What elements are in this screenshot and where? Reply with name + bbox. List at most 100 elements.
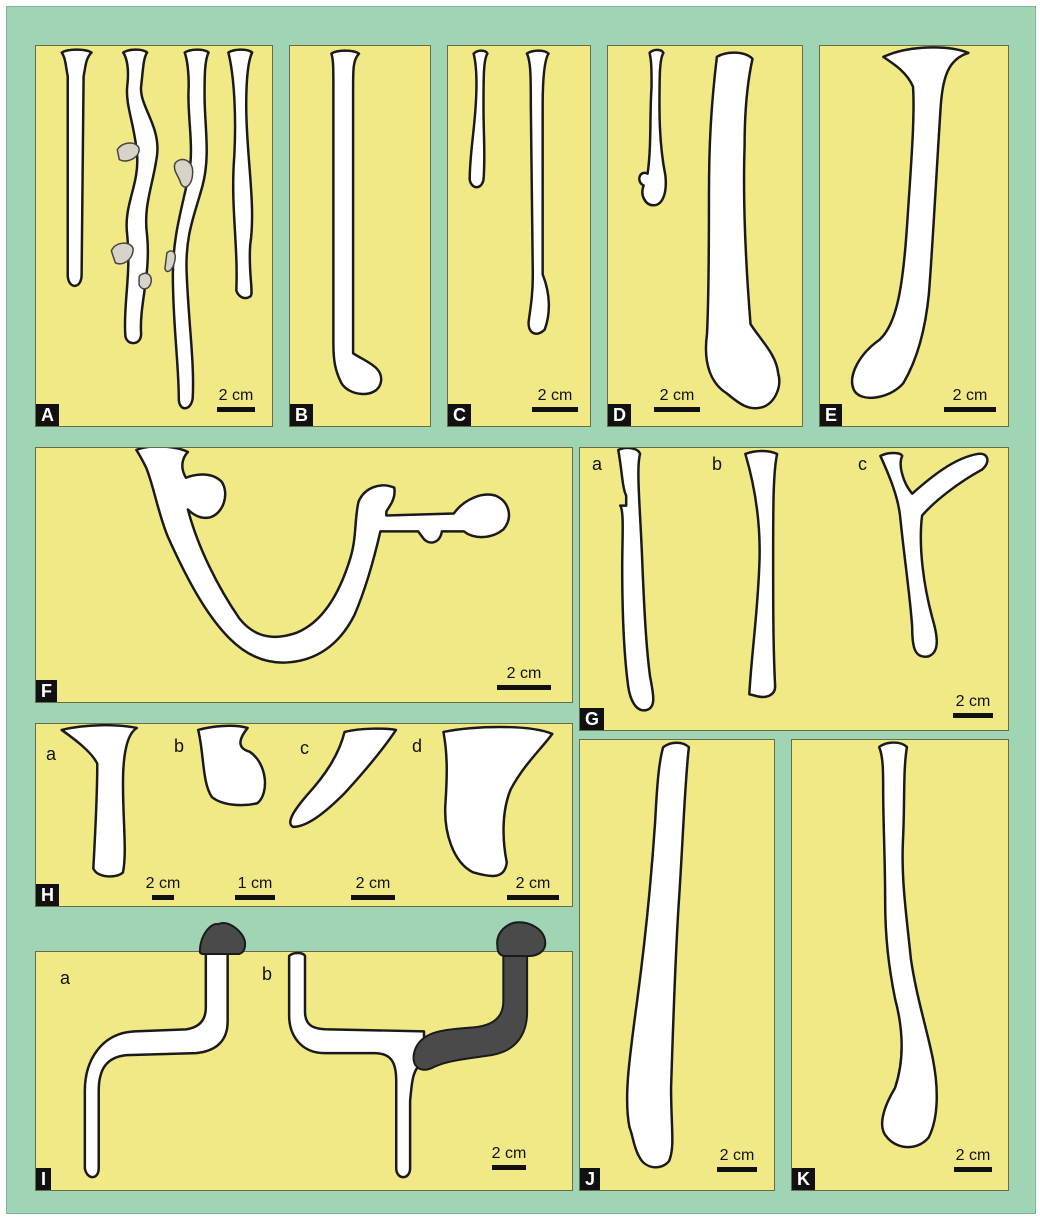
panel-h: a b c d 2 cm 1 cm 2 cm 2 cm H: [35, 723, 573, 907]
panel-g-sub-c: c: [858, 454, 867, 475]
panel-i-sub-a: a: [60, 968, 70, 989]
clast-1: [117, 143, 139, 161]
scale-label: 2 cm: [714, 1147, 760, 1165]
panel-f: 2 cm F: [35, 447, 573, 703]
panel-i-scale: 2 cm: [486, 1145, 532, 1170]
panel-a: 2 cm A: [35, 45, 273, 427]
panel-c: 2 cm C: [447, 45, 591, 427]
panel-label-j: J: [580, 1168, 600, 1190]
scale-bar: [497, 685, 551, 690]
panel-g: a b c 2 cm G: [579, 447, 1009, 731]
burrow-h-a: [62, 725, 137, 876]
burrow-d2: [706, 53, 779, 409]
burrow-g-a: [618, 448, 653, 710]
burrow-f: [136, 448, 509, 663]
panel-label-c: C: [448, 404, 471, 426]
panel-e-burrow: [820, 46, 1008, 426]
panel-c-scale: 2 cm: [530, 387, 580, 412]
scale-label: 2 cm: [348, 875, 398, 893]
panel-h-scale-c: 2 cm: [348, 875, 398, 900]
panel-f-scale: 2 cm: [494, 665, 554, 690]
panel-label-d: D: [608, 404, 631, 426]
burrow-a1: [62, 50, 92, 286]
burrow-d1: [639, 50, 665, 205]
panel-j-burrow: [580, 740, 774, 1190]
scale-label: 2 cm: [652, 387, 702, 405]
panel-g-sub-b: b: [712, 454, 722, 475]
panel-label-i: I: [36, 1168, 51, 1190]
panel-label-f: F: [36, 680, 57, 702]
panel-k-scale: 2 cm: [950, 1147, 996, 1172]
clast-2: [174, 159, 192, 187]
burrow-i-b-filled: [414, 952, 528, 1070]
panel-k-burrow: [792, 740, 1008, 1190]
scale-bar: [351, 895, 395, 900]
scale-label: 1 cm: [232, 875, 278, 893]
panel-label-a: A: [36, 404, 59, 426]
burrow-g-c: [880, 453, 987, 657]
panel-h-sub-b: b: [174, 736, 184, 757]
panel-b-burrow: [290, 46, 430, 426]
panel-h-scale-a: 2 cm: [140, 875, 186, 900]
panel-a-scale: 2 cm: [214, 387, 258, 412]
burrow-k: [879, 743, 937, 1148]
scale-label: 2 cm: [950, 693, 996, 711]
scale-label: 2 cm: [140, 875, 186, 893]
mound-i-b: [497, 922, 545, 956]
burrow-b: [331, 51, 381, 394]
burrow-a2: [123, 50, 157, 344]
burrow-j: [627, 743, 689, 1168]
panel-g-sub-a: a: [592, 454, 602, 475]
burrow-a3: [173, 50, 209, 409]
scale-bar: [492, 1165, 526, 1170]
burrow-h-b: [198, 726, 265, 805]
scale-bar: [152, 895, 174, 900]
panel-f-burrow: [36, 448, 572, 702]
figure-plate: 2 cm A B 2 cm C 2 cm D: [6, 6, 1036, 1214]
panel-label-e: E: [820, 404, 842, 426]
panel-a-burrows: [36, 46, 272, 426]
panel-h-sub-c: c: [300, 738, 309, 759]
scale-label: 2 cm: [504, 875, 562, 893]
scale-label: 2 cm: [214, 387, 258, 405]
panel-g-burrows: [580, 448, 1008, 730]
panel-i: a b 2 cm I: [35, 951, 573, 1191]
burrow-c2: [527, 51, 549, 334]
panel-k: 2 cm K: [791, 739, 1009, 1191]
panel-h-sub-a: a: [46, 744, 56, 765]
burrow-i-b: [289, 953, 424, 1177]
scale-bar: [532, 407, 578, 412]
scale-bar: [717, 1167, 757, 1172]
panel-j-scale: 2 cm: [714, 1147, 760, 1172]
panel-g-scale: 2 cm: [950, 693, 996, 718]
panel-e-scale: 2 cm: [942, 387, 998, 412]
scale-bar: [507, 895, 559, 900]
panel-b: B: [289, 45, 431, 427]
panel-d: 2 cm D: [607, 45, 803, 427]
mound-i-a: [200, 923, 245, 954]
burrow-a4: [228, 50, 252, 299]
scale-label: 2 cm: [486, 1145, 532, 1163]
scale-label: 2 cm: [942, 387, 998, 405]
scale-label: 2 cm: [950, 1147, 996, 1165]
panel-e: 2 cm E: [819, 45, 1009, 427]
clast-5: [139, 273, 151, 289]
scale-bar: [944, 407, 996, 412]
panel-h-scale-d: 2 cm: [504, 875, 562, 900]
panel-h-sub-d: d: [412, 736, 422, 757]
panel-j: 2 cm J: [579, 739, 775, 1191]
burrow-i-a: [85, 952, 228, 1177]
scale-bar: [217, 407, 255, 412]
scale-label: 2 cm: [530, 387, 580, 405]
panel-label-b: B: [290, 404, 313, 426]
scale-bar: [953, 713, 993, 718]
panel-c-burrows: [448, 46, 590, 426]
panel-h-scale-b: 1 cm: [232, 875, 278, 900]
panel-label-g: G: [580, 708, 604, 730]
burrow-g-b: [745, 451, 777, 697]
burrow-h-d: [443, 727, 552, 876]
panel-label-h: H: [36, 884, 59, 906]
scale-bar: [235, 895, 275, 900]
scale-label: 2 cm: [494, 665, 554, 683]
panel-label-k: K: [792, 1168, 815, 1190]
